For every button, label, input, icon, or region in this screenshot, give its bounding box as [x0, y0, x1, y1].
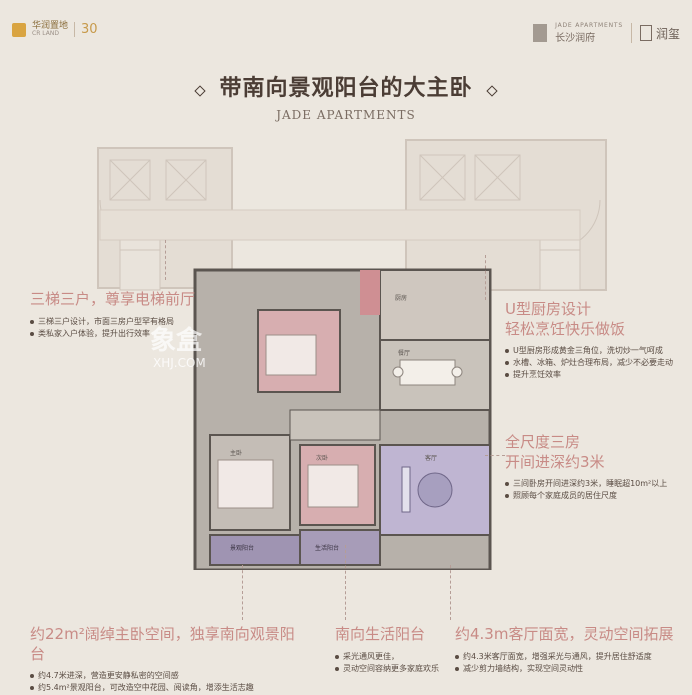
- bullet-icon: [335, 666, 339, 671]
- list-item: 约5.4m²景观阳台，可改造空中花园、阅读角，增添生活志趣: [30, 682, 300, 694]
- brand-separator: [630, 23, 632, 43]
- jade-brand-text: JADE APARTMENTS 长沙润府: [555, 22, 623, 44]
- watermark-sub: XHJ.COM: [153, 356, 206, 370]
- bullet-icon: [335, 654, 339, 659]
- svg-text:生活阳台: 生活阳台: [315, 544, 339, 552]
- svg-text:次卧: 次卧: [316, 454, 328, 462]
- runxi-logo-icon: [639, 25, 652, 41]
- bullet-icon: [505, 373, 509, 377]
- page-subtitle: JADE APARTMENTS: [276, 108, 416, 122]
- list-item: 提升烹饪效率: [505, 369, 685, 381]
- callout-right-top: U型厨房设计 轻松烹饪快乐做饭 U型厨房形成黄金三角位，洗切炒一气呵成 水槽、冰…: [505, 300, 685, 381]
- bullet-icon: [30, 331, 34, 336]
- header-right-brand: JADE APARTMENTS 长沙润府 润玺: [533, 22, 680, 44]
- svg-text:主卧: 主卧: [230, 449, 242, 457]
- svg-text:客厅: 客厅: [425, 454, 437, 462]
- bullet-icon: [30, 686, 34, 690]
- left-brand-text: 华润置地 CR LAND: [32, 21, 69, 37]
- callout-right-mid: 全尺度三房 开间进深约3米 三间卧房开间进深约3米，睡眠超10m²以上 照顾每个…: [505, 433, 685, 502]
- bedroom-middle: [299, 444, 376, 526]
- bullet-icon: [30, 674, 34, 678]
- leader-line: [450, 565, 451, 620]
- kitchen: [379, 269, 491, 341]
- balcony-landscape: [209, 534, 301, 566]
- svg-text:厨房: 厨房: [395, 294, 407, 302]
- bullet-icon: [455, 666, 459, 671]
- list-item: 采光通风更佳，: [335, 651, 465, 663]
- corridor: [99, 209, 581, 241]
- list-item: U型厨房形成黄金三角位，洗切炒一气呵成: [505, 345, 685, 357]
- svg-text:餐厅: 餐厅: [398, 349, 410, 357]
- callout-bottom-left: 约22m²阔绰主卧空间，独享南向观景阳台 约4.7米进深，营造更安静私密的空间感…: [30, 625, 300, 694]
- leader-line: [485, 455, 505, 456]
- svg-text:景观阳台: 景观阳台: [230, 544, 254, 552]
- page-title: 带南向景观阳台的大主卧: [0, 70, 692, 102]
- callout-left: 三梯三户，尊享电梯前厅 三梯三户设计，市面三房户型罕有格局 类私家入户体验，提升…: [30, 290, 220, 340]
- list-item: 减少剪力墙结构，实现空间灵动性: [455, 663, 685, 675]
- diamond-icon-right: [485, 84, 498, 97]
- apartment: 厨房 餐厅 主卧 次卧 客厅 景观阳台 生活阳台: [193, 268, 492, 570]
- balcony-life: [299, 529, 381, 566]
- list-item: 类私家入户体验，提升出行效率: [30, 328, 220, 340]
- cr-land-logo-icon: [12, 22, 26, 37]
- bullet-icon: [505, 361, 509, 365]
- list-item: 灵动空间容纳更多家庭欢乐: [335, 663, 465, 675]
- leader-line: [485, 255, 486, 300]
- bullet-icon: [30, 319, 34, 324]
- list-item: 三间卧房开间进深约3米，睡眠超10m²以上: [505, 478, 685, 490]
- hallway: [289, 409, 381, 441]
- diamond-icon-left: [194, 84, 207, 97]
- runxi-brand: 润玺: [639, 25, 680, 42]
- kitchen-accent: [360, 270, 380, 315]
- callout-bottom-right: 约4.3m客厅面宽，灵动空间拓展 约4.3米客厅面宽，增强采光与通风，提升居住舒…: [455, 625, 685, 675]
- anniversary-mark: 30: [74, 22, 98, 37]
- bed-icon: [265, 334, 317, 376]
- list-item: 照顾每个家庭成员的居住尺度: [505, 490, 685, 502]
- floor-plan: 厨房 餐厅 主卧 次卧 客厅 景观阳台 生活阳台: [97, 139, 607, 570]
- bullet-icon: [505, 482, 509, 486]
- bullet-icon: [505, 494, 509, 498]
- jade-logo-icon: [533, 24, 548, 42]
- bullet-icon: [455, 654, 459, 659]
- bullet-icon: [505, 349, 509, 353]
- header-left-brand: 华润置地 CR LAND 30: [12, 22, 98, 37]
- leader-line: [345, 545, 346, 620]
- list-item: 约4.3米客厅面宽，增强采光与通风，提升居住舒适度: [455, 651, 685, 663]
- list-item: 水槽、冰箱、炉灶合理布局，减少不必要走动: [505, 357, 685, 369]
- leader-line: [165, 240, 166, 280]
- list-item: 三梯三户设计，市面三房户型罕有格局: [30, 316, 220, 328]
- leader-line: [242, 565, 243, 620]
- list-item: 约4.7米进深，营造更安静私密的空间感: [30, 670, 300, 682]
- watermark: 象盒: [150, 326, 203, 356]
- callout-bottom-mid: 南向生活阳台 采光通风更佳， 灵动空间容纳更多家庭欢乐: [335, 625, 465, 675]
